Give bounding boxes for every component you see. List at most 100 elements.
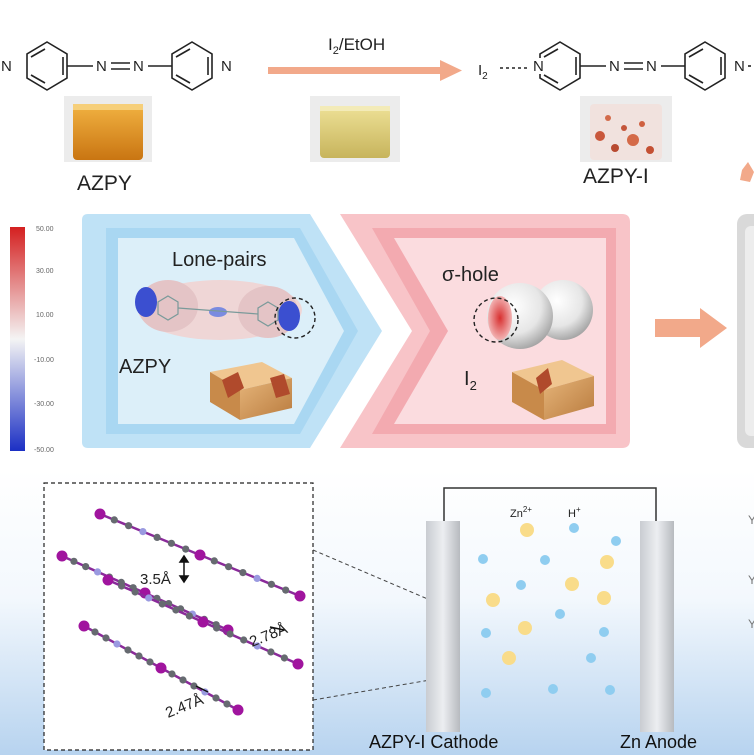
iodine-atom bbox=[294, 590, 306, 602]
svg-text:Y: Y bbox=[748, 617, 754, 631]
ring-atom bbox=[280, 654, 288, 662]
h-ion-dot bbox=[611, 536, 621, 546]
reagent-label: I2/EtOH bbox=[328, 35, 385, 57]
distance-markers bbox=[178, 554, 285, 693]
ring-atom bbox=[82, 563, 90, 571]
iodine-molecule-surface bbox=[473, 280, 593, 349]
zn-ion-label: Zn2+ bbox=[510, 505, 532, 520]
h-ion-dot bbox=[555, 609, 565, 619]
iodine-atom bbox=[94, 508, 106, 520]
cathode-label: AZPY-I Cathode bbox=[369, 732, 498, 752]
ring-atom bbox=[172, 606, 180, 614]
zoom-lines bbox=[312, 549, 431, 701]
ring-atom bbox=[118, 582, 126, 590]
key-block-icon bbox=[512, 360, 594, 420]
anode-electrode bbox=[640, 521, 674, 732]
svg-text:-50.00: -50.00 bbox=[34, 447, 54, 454]
h-ion-dot bbox=[516, 580, 526, 590]
ring-atom bbox=[179, 676, 187, 684]
h-ion-dot bbox=[481, 688, 491, 698]
azpy-i-beaker-photo bbox=[580, 96, 672, 162]
svg-text:10.00: 10.00 bbox=[36, 312, 54, 319]
ring-atom bbox=[70, 557, 78, 565]
iodine-atom bbox=[232, 704, 244, 716]
ring-atom bbox=[185, 612, 193, 620]
iodine-atom bbox=[194, 549, 206, 561]
ring-atom bbox=[113, 640, 121, 648]
atom-n-azo-2: N bbox=[133, 58, 144, 75]
h-ion-dot bbox=[481, 628, 491, 638]
h-ion-dot bbox=[548, 684, 558, 694]
azpy-i-atom-labels: I2 N N N N bbox=[478, 58, 747, 82]
ring-atom bbox=[94, 568, 102, 576]
atom-n-left: N bbox=[1, 58, 12, 75]
ring-atom bbox=[239, 569, 247, 577]
h-ion-dot bbox=[569, 523, 579, 533]
ring-atom bbox=[167, 539, 175, 547]
iodine-atom bbox=[56, 550, 68, 562]
ring-atom bbox=[145, 594, 153, 602]
crystal-packing-box bbox=[43, 482, 314, 751]
ring-atom bbox=[158, 600, 166, 608]
atom-n-product-right: N bbox=[734, 58, 745, 75]
cathode-electrode bbox=[426, 521, 460, 732]
iodine-atom bbox=[102, 574, 114, 586]
svg-text:Y: Y bbox=[748, 513, 754, 527]
ring-atom bbox=[240, 636, 248, 644]
ring-atom bbox=[213, 624, 221, 632]
lone-pairs-label: Lone-pairs bbox=[172, 249, 267, 271]
ring-atom bbox=[168, 670, 176, 678]
atom-n-product-azo-2: N bbox=[646, 58, 657, 75]
ring-atom bbox=[125, 522, 133, 530]
distance-label-1: 3.5Å bbox=[140, 571, 171, 588]
h-ion-label: H+ bbox=[568, 505, 581, 520]
esp-colorbar-ticks: 50.00 30.00 10.00 -10.00 -30.00 -50.00 bbox=[34, 226, 54, 454]
azpy-i-structure bbox=[500, 41, 754, 91]
svg-text:-10.00: -10.00 bbox=[34, 357, 54, 364]
atom-n-azo-1: N bbox=[96, 58, 107, 75]
ring-atom bbox=[131, 588, 139, 596]
azpy-esp-surface bbox=[135, 280, 316, 340]
zn-ion-dot bbox=[518, 621, 532, 635]
ring-atom bbox=[153, 533, 161, 542]
iodine-label-left: I2 bbox=[478, 62, 488, 82]
zn-ion-dot bbox=[520, 523, 534, 537]
zn-ion-dot bbox=[486, 593, 500, 607]
h-ion-dot bbox=[599, 627, 609, 637]
battery-schematic bbox=[426, 487, 674, 732]
iodine-atom bbox=[155, 662, 167, 674]
h-ion-dot bbox=[605, 685, 615, 695]
ring-atom bbox=[124, 646, 132, 654]
ring-atom bbox=[282, 586, 290, 594]
lock-block-icon bbox=[210, 362, 292, 420]
svg-text:50.00: 50.00 bbox=[36, 226, 54, 233]
svg-text:30.00: 30.00 bbox=[36, 268, 54, 275]
iodine-atom bbox=[292, 658, 304, 670]
ring-atom bbox=[135, 652, 143, 660]
ring-atom bbox=[267, 580, 275, 588]
zn-ion-dot bbox=[600, 555, 614, 569]
ring-atom bbox=[182, 545, 190, 553]
ring-atom bbox=[226, 630, 234, 638]
ring-atom bbox=[190, 682, 198, 690]
atom-n-product-azo-1: N bbox=[609, 58, 620, 75]
i2-panel-label: I2 bbox=[464, 368, 477, 393]
h-ion-dot bbox=[540, 555, 550, 565]
ring-atom bbox=[212, 694, 220, 702]
azpy-atom-labels: N N N N bbox=[0, 58, 234, 75]
iodine-atom bbox=[78, 620, 90, 632]
star-decoration bbox=[740, 162, 754, 182]
azpy-structure bbox=[26, 41, 213, 91]
ring-atom bbox=[146, 658, 154, 666]
ring-atom bbox=[253, 642, 261, 650]
ring-atom bbox=[267, 648, 275, 656]
ring-atom bbox=[139, 528, 147, 536]
ring-atom bbox=[210, 557, 218, 565]
ring-atom bbox=[223, 700, 231, 708]
ring-atom bbox=[110, 516, 118, 524]
reaction-arrow bbox=[268, 60, 462, 81]
iodine-solution-beaker-photo bbox=[310, 96, 400, 162]
atom-n-product-left: N bbox=[533, 58, 544, 75]
ion-dots bbox=[478, 523, 621, 698]
